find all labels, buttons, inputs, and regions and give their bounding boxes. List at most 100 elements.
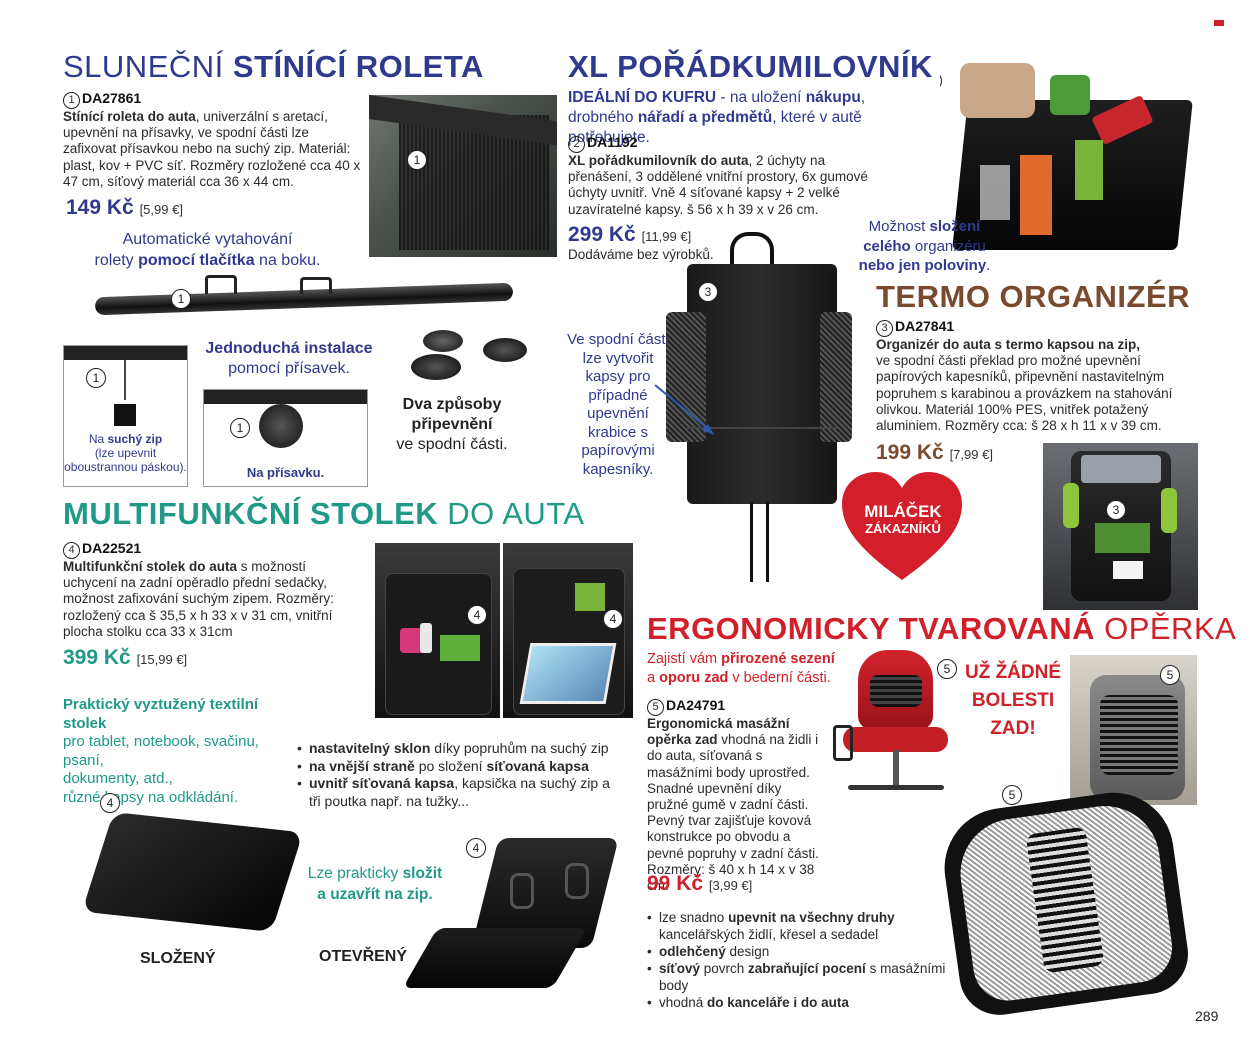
operka-desc-text: vhodná na židli i do auta, síťovaná s ma… [647,732,819,894]
organizer-fold-3b: . [986,257,991,274]
operka-bullet-3-bold2: zabraňující pocení [748,961,866,976]
organizer-delivery: Dodáváme bez výrobků. [568,247,714,262]
roleta-title-light: SLUNEČNÍ [63,49,224,84]
stolek-bullets: nastavitelný sklon díky popruhům na such… [297,740,617,810]
operka-chair-badge: 5 [937,659,957,679]
organizer-subtitle: IDEÁLNÍ DO KUFRU - na uložení nákupu, dr… [568,88,933,148]
roleta-title-bold: STÍNÍCÍ ROLETA [232,49,484,84]
stolek-price-eur: [15,99 €] [136,652,188,667]
termo-bag-photo: 3 [660,232,860,597]
operka-bullet-1-text: kancelářských židlí, křesel a sedadel [659,927,879,942]
roleta-ways-1: Dva způsoby [402,396,502,413]
termo-bag-badge: 3 [698,282,718,302]
stolek-green-1: Praktický vyztužený textilní stolek [63,696,259,732]
stolek-bullet-1: nastavitelný sklon díky popruhům na such… [297,740,617,758]
termo-code: DA27841 [895,318,955,334]
roleta-zip-photo: 1 Na suchý zip (lze upevnit oboustrannou… [63,345,188,487]
termo-price-czk: 199 Kč [876,441,944,464]
roleta-auto-line1: Automatické vytahování [122,231,293,248]
termo-arrow [654,384,714,435]
termo-price-eur: [7,99 €] [949,447,993,462]
roleta-install-note: Jednoduchá instalace pomocí přísavek. [204,339,374,379]
organizer-desc-bold: XL pořádkumilovník do auta [568,153,749,168]
stolek-folded-badge: 4 [100,793,120,813]
roleta-title: SLUNEČNÍ STÍNÍCÍ ROLETA [63,50,484,84]
stolek-bullet-3: uvnitř síťovaná kapsa, kapsička na suchý… [297,775,617,810]
organizer-sub-2c: , které v autě potřebujete. [568,109,862,146]
roleta-zip-4: oboustrannou páskou). [64,460,187,474]
organizer-sub-1c: nákupu [805,89,861,106]
termo-bottom-note: Ve spodní části lze vytvořit kapsy pro p… [567,331,669,478]
roleta-suction-photo: 1 Na přísavku. [203,389,368,487]
stolek-title: MULTIFUNKČNÍ STOLEK DO AUTA [63,497,585,531]
roleta-ways-note: Dva způsoby připevnění ve spodní části. [382,395,522,455]
operka-no-pain-3: ZAD! [990,718,1036,739]
operka-bullet-1-bold: upevnit na všechny druhy [728,910,895,925]
operka-bullet-1: lze snadno upevnit na všechny druhy kanc… [647,909,977,943]
stolek-title-bold: MULTIFUNKČNÍ STOLEK [63,496,439,531]
organizer-fold-3a: nebo jen poloviny [858,257,987,274]
stolek-bullet-2-bold2: síťovaná kapsa [486,757,589,774]
roleta-ways-2: připevnění [411,416,493,433]
organizer-code: DA1192 [587,134,638,150]
roleta-install-2: pomocí přísavek. [228,360,350,377]
corner-mark [1214,20,1224,26]
termo-desc-bold: Organizér do auta s termo kapsou na zip, [876,337,1141,352]
stolek-folded-label: SLOŽENÝ [140,950,216,967]
stolek-code: DA22521 [82,540,142,556]
termo-number-badge: 3 [876,320,893,337]
operka-bullet-4-pre: vhodná [659,995,708,1010]
operka-bullet-4: vhodná do kanceláře i do auta [647,994,977,1011]
roleta-price: 149 Kč [5,99 €] [66,196,183,220]
operka-bullets: lze snadno upevnit na všechny druhy kanc… [647,909,977,1011]
operka-red-2b: oporu zad [659,669,729,686]
stolek-green-4: různé kapsy na odkládání. [63,788,239,806]
heart-line2: ZÁKAZNÍKŮ [865,521,941,536]
operka-no-pain-1: UŽ ŽÁDNÉ [964,662,1062,683]
roleta-photo-badge: 1 [407,150,427,170]
operka-bullet-3-text: povrch [700,961,749,976]
stolek-fold-1a: Lze prakticky [307,865,403,882]
organizer-sub-1a: IDEÁLNÍ DO KUFRU [568,89,717,106]
heart-text: MILÁČEK ZÁKAZNÍKŮ [848,502,958,537]
stolek-fold-note: Lze prakticky složit a uzavřít na zip. [300,863,450,905]
operka-code: DA24791 [666,697,726,713]
organizer-fold-1a: Možnost [868,218,930,235]
stolek-photo2-badge: 4 [603,609,623,629]
operka-backrest-image [936,784,1194,1021]
stolek-bullet-1-bold: nastavitelný sklon [309,740,431,756]
roleta-suction-label: Na přísavku. [246,465,325,480]
roleta-install-1: Jednoduchá instalace [205,340,373,357]
operka-bullet-2-text: design [725,944,770,959]
stolek-bullet-3-bold: uvnitř síťovaná kapsa [309,775,455,791]
stolek-photo1-badge: 4 [467,605,487,625]
organizer-price: 299 Kč [11,99 €] [568,223,691,247]
operka-price-czk: 99 Kč [647,872,704,895]
organizer-price-czk: 299 Kč [568,223,636,246]
operka-bullet-3-bold: síťový [659,961,700,976]
stolek-bullet-2-bold: na vnější straně [309,757,415,774]
operka-seat-photo: 5 [1070,655,1197,805]
roleta-zip-1: Na [88,432,108,446]
stolek-photo-2: 4 [503,543,633,718]
stolek-bullet-2: na vnější straně po složení síťovaná kap… [297,758,617,776]
organizer-fold-2b: organizéru [910,237,986,255]
roleta-window-photo: 1 [369,95,557,257]
organizer-price-eur: [11,99 €] [641,229,692,244]
roleta-price-eur: [5,99 €] [139,202,183,217]
stolek-title-light: DO AUTA [447,496,585,531]
stolek-fold-2: a uzavřít na zip. [317,886,433,903]
organizer-fold-note: Možnost složení celého organizéru nebo j… [857,217,992,276]
operka-title-bold: ERGONOMICKY TVAROVANÁ [647,611,1095,646]
operka-red-note: Zajistí vám přirozené sezení a oporu zad… [647,650,847,687]
operka-bullet-2-bold: odlehčený [659,944,726,959]
operka-title-light: OPĚRKA [1104,611,1237,646]
roleta-zip-2: suchý zip [107,432,163,446]
favorite-heart-icon [842,472,962,580]
stolek-opened-image [402,838,619,998]
stolek-green-2: pro tablet, notebook, svačinu, psaní, [63,733,259,769]
stolek-opened-label: OTEVŘENÝ [319,948,408,965]
operka-bullet-4-bold: do kanceláře i do auta [707,995,849,1010]
stolek-opened-badge: 4 [466,838,486,858]
